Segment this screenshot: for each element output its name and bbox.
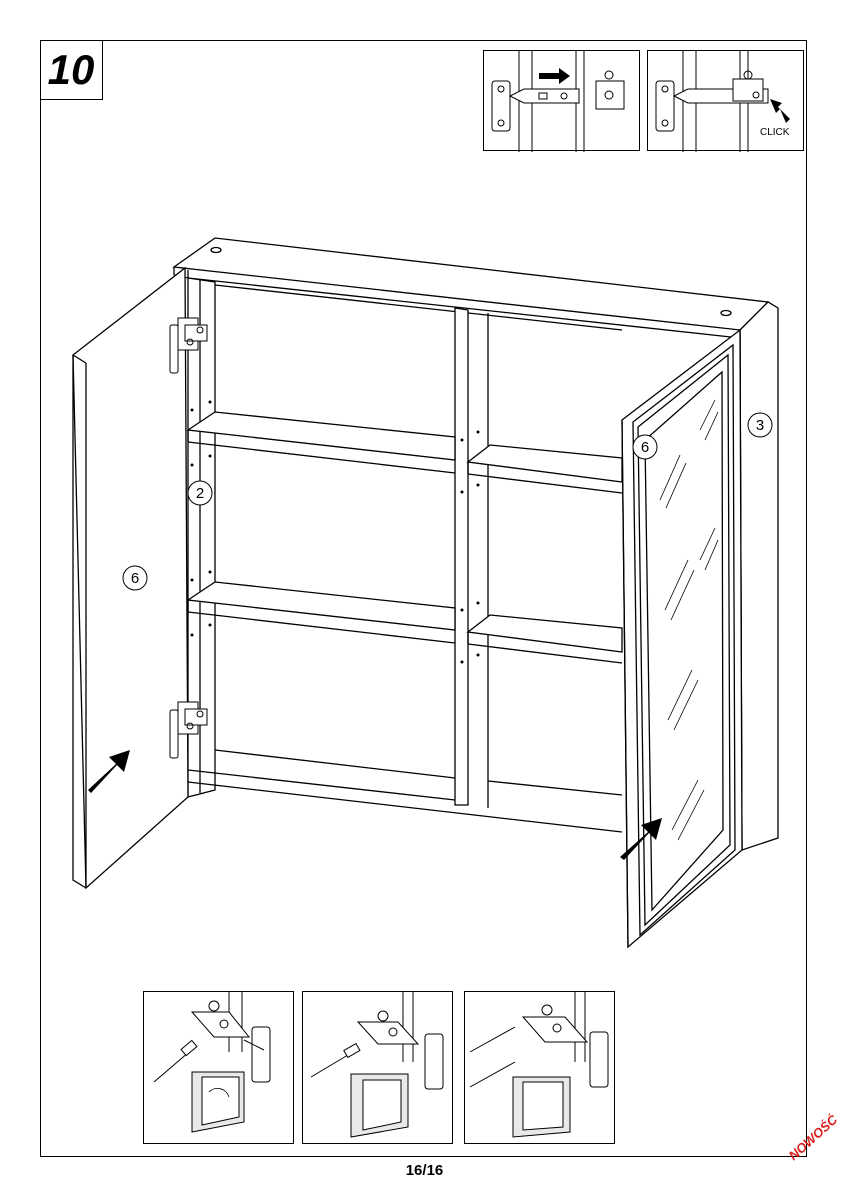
screwdriver-icon bbox=[153, 1039, 198, 1083]
hinge-detail-slide bbox=[483, 50, 640, 152]
side-panel-callout: 2 bbox=[196, 485, 204, 502]
adjust-detail-side bbox=[302, 991, 453, 1144]
screwdriver-icon bbox=[469, 1026, 516, 1088]
step-number: 10 bbox=[47, 45, 95, 93]
step-number-box: 10 bbox=[40, 40, 103, 100]
right-door-callout: 6 bbox=[641, 439, 649, 456]
page-number: 16/16 bbox=[405, 1162, 444, 1179]
right-side-panel-callout: 3 bbox=[756, 417, 764, 434]
page-frame bbox=[40, 40, 807, 1157]
hinge-icon bbox=[169, 317, 208, 759]
hinge-detail-click: CLICK bbox=[647, 50, 804, 152]
adjust-detail-depth bbox=[143, 991, 294, 1144]
push-arrow-icon bbox=[88, 750, 662, 860]
adjust-detail-height bbox=[464, 991, 615, 1144]
glass-hatch-icon bbox=[659, 399, 719, 841]
click-label: CLICK bbox=[760, 127, 790, 138]
left-door-callout: 6 bbox=[131, 570, 139, 587]
screwdriver-icon bbox=[310, 1042, 361, 1078]
